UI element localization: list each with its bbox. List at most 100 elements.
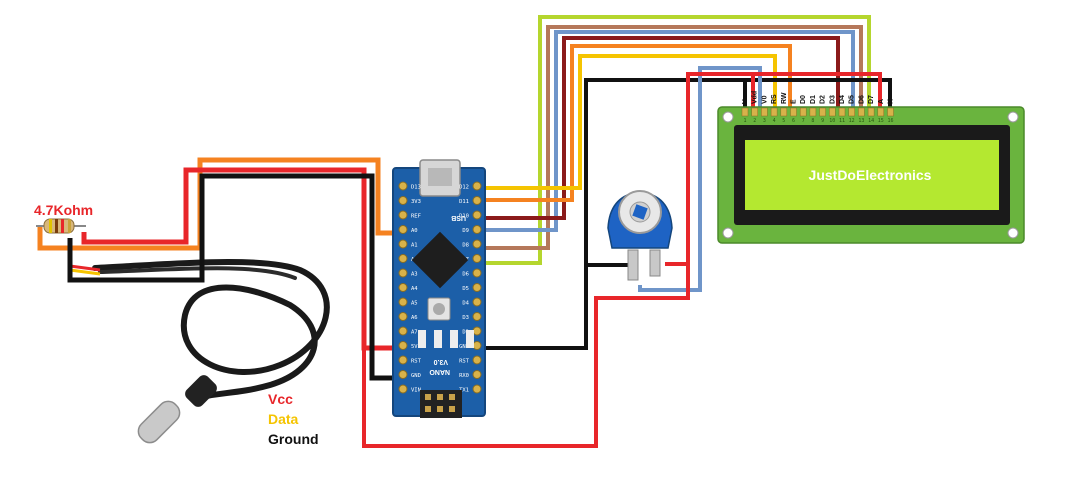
lcd-pin-v0 (761, 107, 768, 117)
nano-board-label: NANO (429, 368, 450, 375)
nano-pin-label: A5 (411, 301, 418, 307)
nano-pin-label: D6 (462, 272, 469, 278)
lcd-pin-label: A (878, 99, 885, 104)
nano-pin-5v (398, 341, 408, 350)
temperature-probe (69, 258, 330, 444)
nano-pin-a0 (398, 225, 408, 234)
wire-blue (480, 30, 855, 232)
lcd-pin-d7 (867, 107, 875, 117)
lcd-pin-number: 1 (743, 118, 746, 124)
nano-pin-d9 (472, 225, 482, 234)
nano-pin-a6 (398, 312, 408, 321)
lcd-pin-label: Vdd (752, 91, 759, 104)
nano-pin-label: D5 (462, 286, 469, 292)
nano-pin-d12 (472, 181, 482, 191)
nano-pin-label: TX1 (459, 388, 469, 394)
nano-pin-label: A1 (411, 243, 418, 249)
lcd-pin-label: D2 (820, 95, 827, 104)
lcd-pin-label: D5 (849, 95, 856, 104)
lcd-pin-number: 6 (792, 118, 795, 124)
nano-pin-label: D12 (459, 185, 469, 191)
nano-pin-d13 (398, 181, 408, 191)
nano-version-label: V3.0 (433, 358, 448, 365)
nano-pin-a4 (398, 283, 408, 292)
nano-pin-label: A0 (411, 228, 418, 234)
lcd-pin-k (887, 107, 894, 117)
lcd-pin-number: 7 (802, 118, 805, 124)
lcd-pin-number: 3 (763, 118, 766, 124)
lcd-pin-number: 13 (858, 118, 864, 124)
wire-gnd-black (67, 173, 405, 381)
lcd-module: Vss1Vdd2V03RS4RW5E6D07D18D29D310D411D512… (717, 91, 1025, 244)
nano-pin-d10 (472, 210, 482, 220)
lcd-pin-number: 12 (849, 118, 855, 124)
nano-pin-d2 (472, 326, 482, 336)
probe-tip (137, 400, 181, 444)
nano-pin-d8 (472, 239, 482, 249)
nano-pin-a3 (398, 268, 408, 278)
nano-pin-vin (398, 384, 408, 394)
wire-data-orange (37, 157, 405, 251)
resistor-label: 4.7Kohm (34, 202, 93, 218)
lcd-pin-number: 4 (773, 118, 776, 124)
nano-pin-a1 (398, 239, 408, 249)
lcd-pin-number: 14 (868, 118, 874, 124)
lcd-pin-label: D0 (800, 95, 807, 104)
lcd-pin-number: 2 (753, 118, 756, 124)
lcd-pin-label: E (791, 99, 798, 104)
lcd-pin-label: D4 (839, 95, 846, 104)
nano-pin-label: D11 (459, 199, 469, 205)
wire-maroon (480, 36, 840, 220)
nano-pin-label: A4 (411, 286, 418, 292)
nano-pin-label: RST (459, 359, 470, 365)
lcd-pin-rs (770, 107, 778, 117)
lcd-pin-label: K (888, 99, 895, 104)
pot-pin-left (627, 249, 639, 281)
lcd-pin-label: V0 (761, 95, 768, 104)
nano-pin-label: VIN (411, 388, 421, 394)
wire-vcc-red (81, 167, 405, 351)
nano-pin-label: D9 (462, 228, 469, 234)
arduino-nano: D133V3REFA0A1A2A3A4A5A6A75VRSTGNDVIN D12… (392, 159, 486, 418)
wire-vcc-a (753, 72, 882, 110)
nano-pin-label: D10 (459, 214, 469, 220)
nano-pin-d3 (472, 312, 482, 321)
lcd-screen (745, 140, 999, 210)
resistor-4k7 (36, 218, 86, 234)
lcd-pin-number: 16 (887, 118, 893, 124)
probe-cable (92, 258, 330, 403)
probe-collar (185, 375, 217, 407)
lcd-pin-d5 (848, 107, 855, 117)
lcd-pin-d4 (838, 107, 846, 117)
nano-pin-label: 5V (411, 344, 418, 350)
wire-lime (480, 15, 871, 265)
nano-pin-label: D2 (462, 330, 469, 336)
legend-ground: Ground (268, 431, 319, 447)
nano-pin-label: A6 (411, 315, 418, 321)
lcd-pin-label: Vss (742, 91, 749, 104)
nano-pin-label: GND (411, 373, 421, 379)
nano-pin-label: REF (411, 214, 421, 220)
nano-pin-3v3 (398, 196, 408, 205)
lcd-pin-d2 (819, 107, 826, 117)
probe-wire-yellow (69, 268, 101, 276)
wire-orange-lcd (480, 44, 792, 202)
nano-pin-label: D3 (462, 315, 469, 321)
nano-pin-label: A7 (411, 330, 418, 336)
probe-wire-red (69, 264, 101, 272)
nano-pin-label: RX0 (459, 373, 469, 379)
nano-pin-label: D4 (462, 301, 469, 307)
wire-ground-lcd (480, 78, 747, 350)
lcd-pin-label: RW (781, 92, 788, 104)
lcd-pin-a (877, 107, 885, 117)
nano-pin-label: GND (459, 344, 469, 350)
wire-vcc-lcd (362, 72, 755, 448)
nano-pin-d7 (472, 254, 482, 263)
pot-pin-right (649, 249, 661, 277)
lcd-pin-vdd (751, 107, 758, 117)
nano-pin-a7 (398, 326, 408, 336)
nano-pin-d6 (472, 268, 482, 278)
nano-pin-rx0 (472, 370, 482, 379)
nano-pin-gnd (398, 370, 408, 379)
